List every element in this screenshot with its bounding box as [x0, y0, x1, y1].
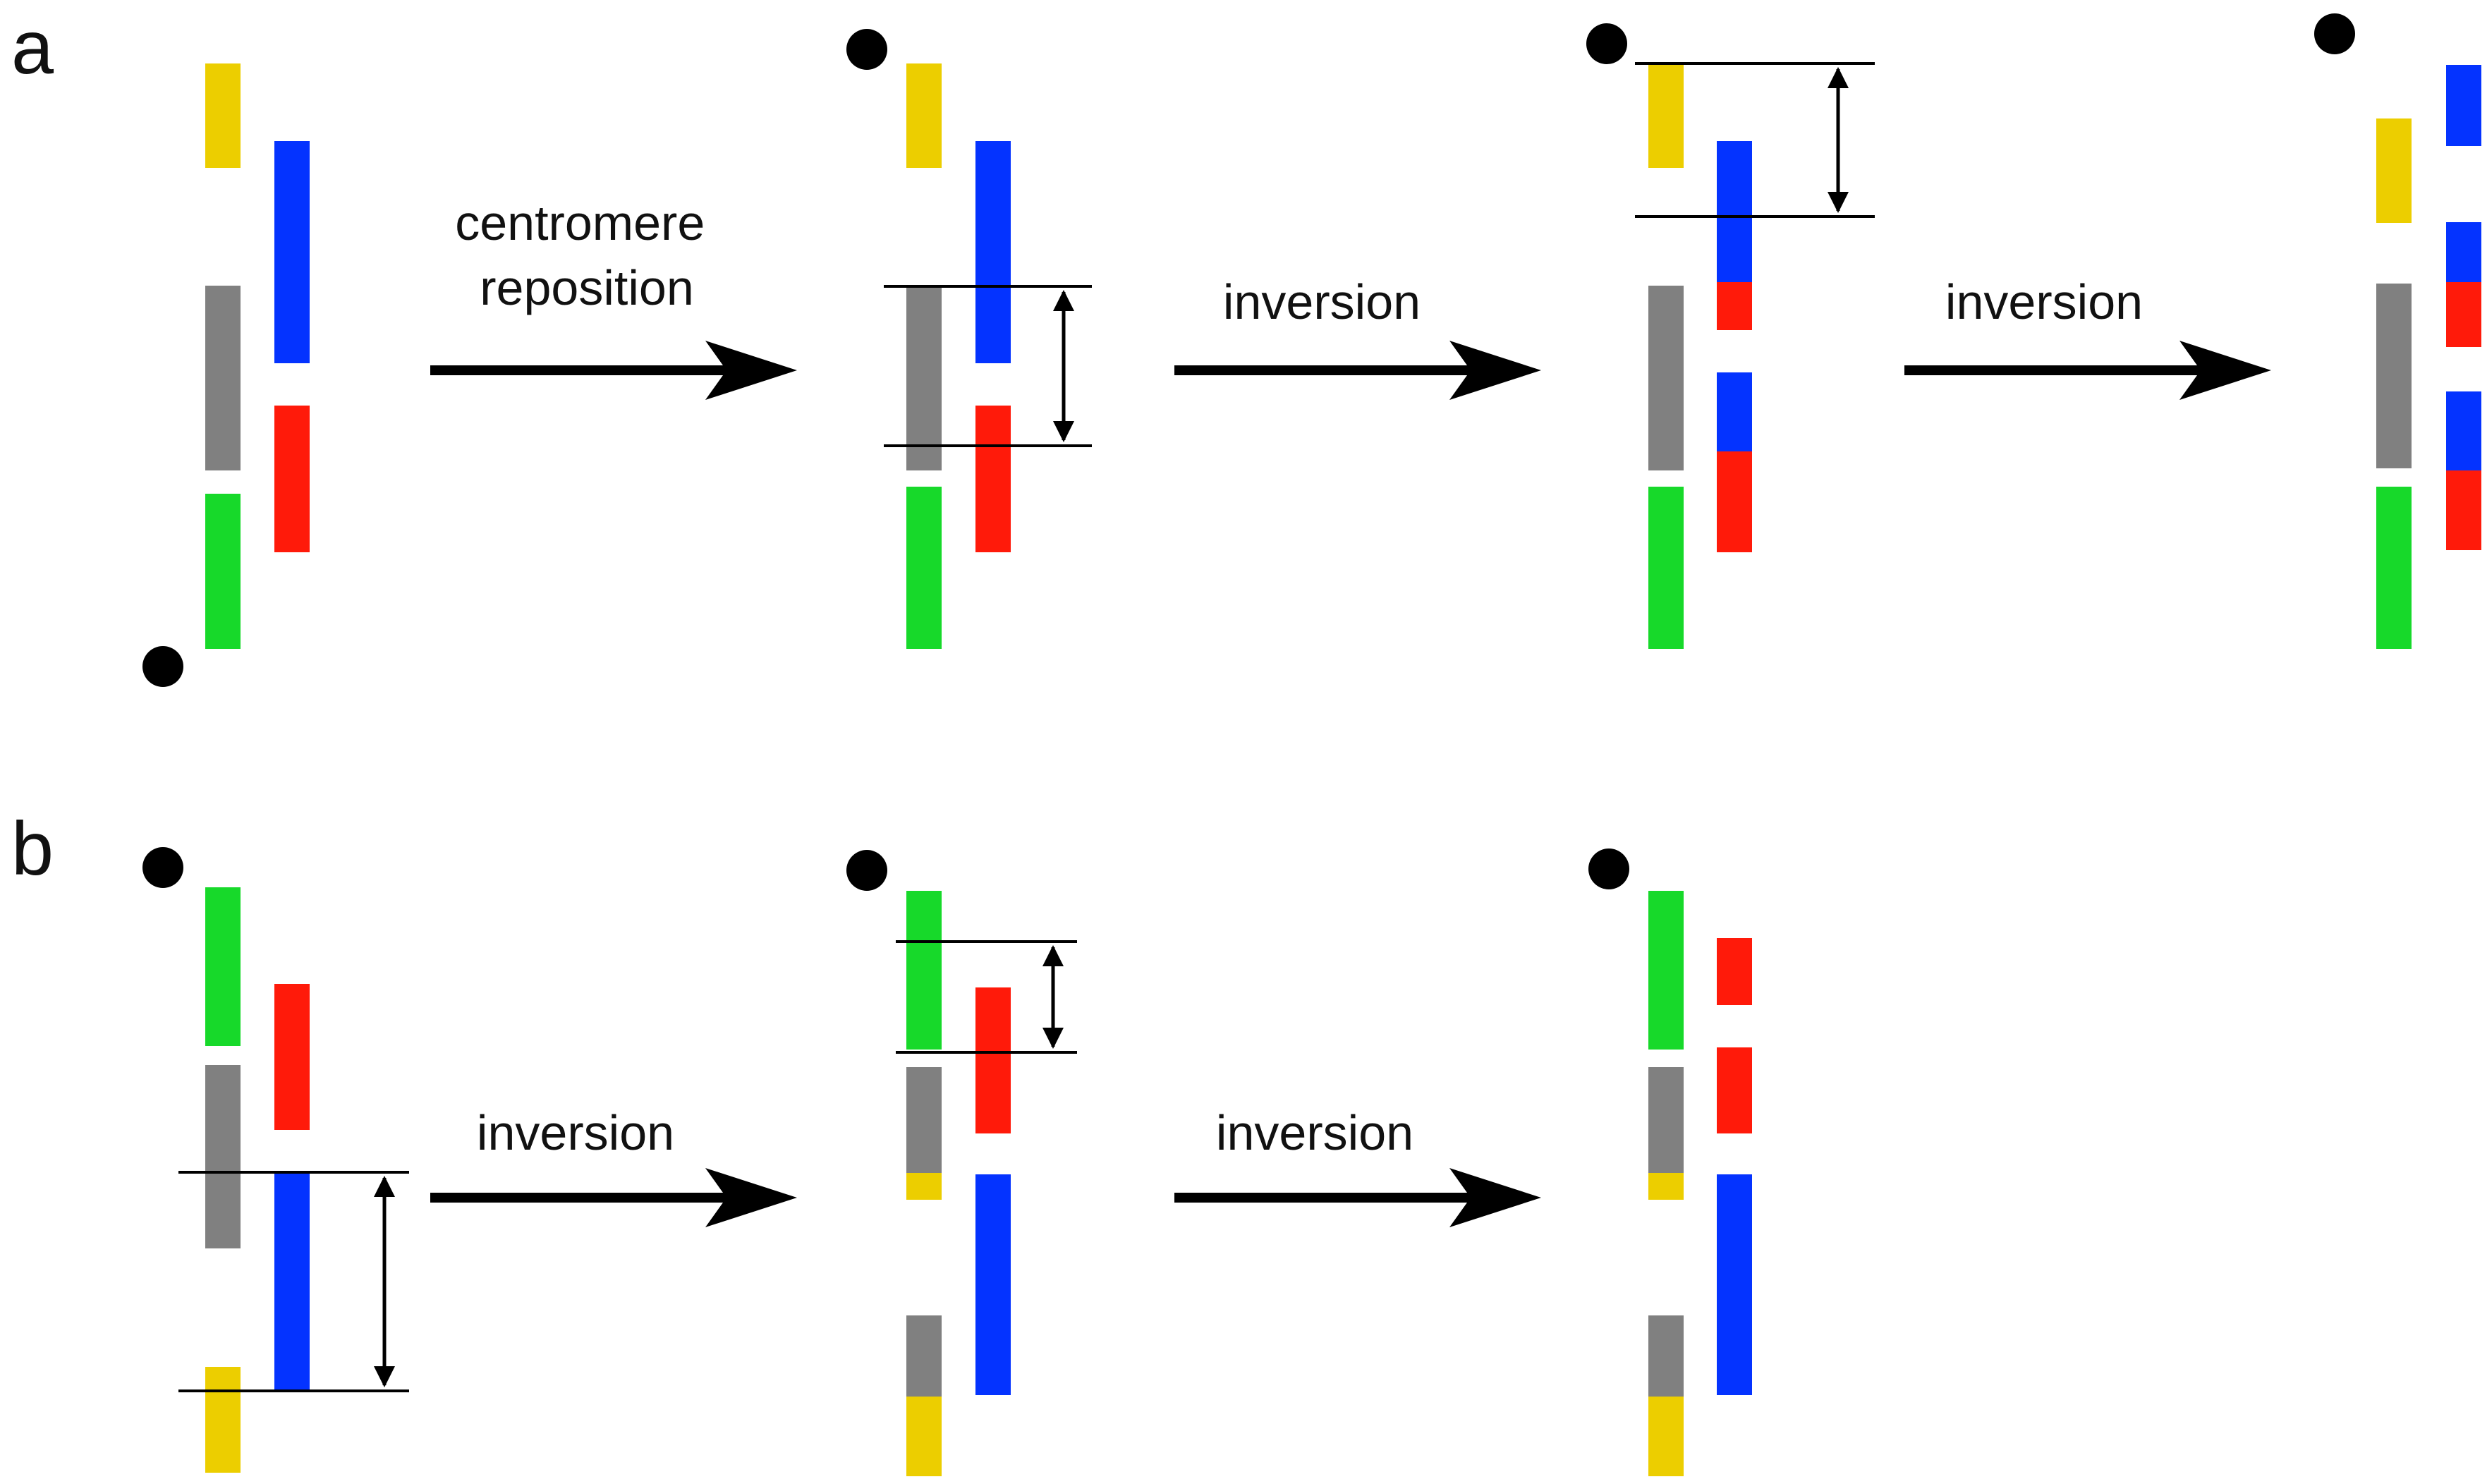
step-label-inversion: inversion: [477, 1105, 674, 1160]
transition-arrow: [1904, 341, 2271, 400]
segment-gray: [906, 1315, 942, 1397]
segment-red: [1717, 282, 1752, 330]
segment-gray: [906, 286, 942, 470]
centromere-dot: [846, 850, 887, 891]
chromosome-a4: [2314, 13, 2481, 649]
segment-yellow: [1648, 63, 1684, 168]
segment-gray: [2376, 284, 2412, 468]
centromere-dot: [1588, 849, 1629, 889]
segment-yellow: [906, 1397, 942, 1476]
segment-yellow: [906, 1173, 942, 1200]
segment-gray: [1648, 286, 1684, 470]
transition-arrow: [1174, 1168, 1541, 1227]
segment-green: [1648, 891, 1684, 1050]
segment-blue: [975, 1174, 1011, 1395]
segment-gray: [205, 1065, 241, 1248]
segment-yellow: [205, 63, 241, 168]
segment-blue: [1717, 1174, 1752, 1395]
segment-yellow: [205, 1367, 241, 1473]
centromere-dot: [1586, 23, 1627, 64]
segment-red: [975, 406, 1011, 552]
centromere-dot: [142, 847, 183, 888]
transition-arrow: [430, 341, 797, 400]
segment-green: [205, 494, 241, 649]
segment-red: [274, 984, 310, 1130]
segment-blue: [975, 141, 1011, 363]
segment-red: [1717, 1047, 1752, 1133]
chromosome-b2: [846, 850, 1077, 1476]
segment-blue: [1717, 141, 1752, 282]
segment-blue: [1717, 372, 1752, 451]
step-label-inversion: inversion: [1223, 274, 1421, 329]
segment-green: [1648, 487, 1684, 649]
segment-gray: [1648, 1315, 1684, 1397]
segment-gray: [1648, 1067, 1684, 1173]
segment-blue: [274, 141, 310, 363]
step-label-centromere-reposition: centromere reposition: [455, 195, 719, 315]
panel-label-a: a: [11, 4, 54, 90]
segment-red: [2446, 282, 2481, 347]
segment-green: [2376, 487, 2412, 649]
transition-arrow: [1174, 341, 1541, 400]
segment-blue: [274, 1171, 310, 1391]
centromere-dot: [2314, 13, 2355, 54]
centromere-dot: [846, 29, 887, 70]
segment-red: [1717, 938, 1752, 1005]
segment-red: [1717, 451, 1752, 552]
segment-red: [975, 987, 1011, 1133]
segment-gray: [906, 1067, 942, 1173]
step-label-line-2: reposition: [480, 260, 694, 315]
segment-red: [2446, 470, 2481, 550]
step-label-line-1: centromere: [455, 195, 705, 250]
chromosome-b1: [142, 847, 409, 1473]
chromosome-a1: [142, 63, 310, 687]
chromosome-a2: [846, 29, 1092, 649]
segment-yellow: [906, 63, 942, 168]
segment-blue: [2446, 222, 2481, 282]
segment-green: [906, 891, 942, 1050]
segment-red: [274, 406, 310, 552]
segment-gray: [205, 286, 241, 470]
segment-blue: [2446, 391, 2481, 470]
step-label-inversion: inversion: [1945, 274, 2143, 329]
segment-yellow: [1648, 1173, 1684, 1200]
transition-arrow: [430, 1168, 797, 1227]
step-label-inversion: inversion: [1216, 1105, 1413, 1160]
segment-blue: [2446, 65, 2481, 146]
segment-yellow: [1648, 1397, 1684, 1476]
panel-label-b: b: [11, 805, 54, 891]
centromere-dot: [142, 646, 183, 687]
segment-green: [906, 487, 942, 649]
segment-green: [205, 887, 241, 1046]
chromosome-a3: [1586, 23, 1875, 649]
chromosome-b3: [1588, 849, 1752, 1476]
segment-yellow: [2376, 118, 2412, 223]
